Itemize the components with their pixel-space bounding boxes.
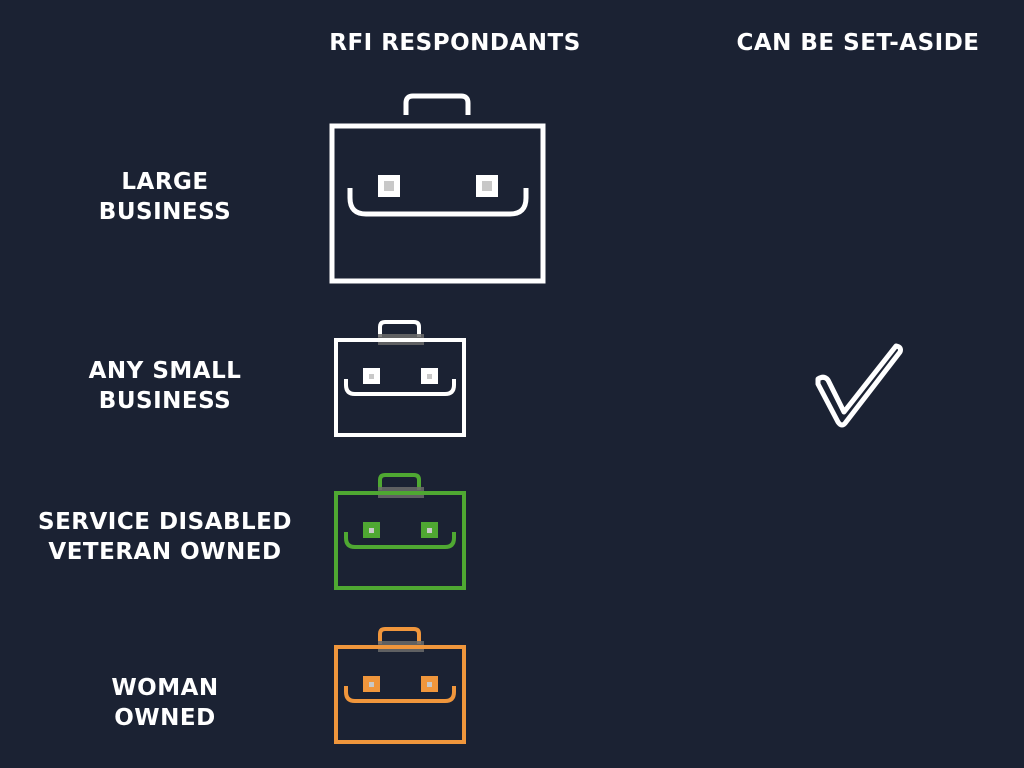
briefcase-icon [334, 627, 466, 744]
row-label-service-disabled-veteran-owned: SERVICE DISABLED VETERAN OWNED [5, 507, 325, 567]
row-label-line2: BUSINESS [98, 199, 232, 225]
row-label-line1: SERVICE DISABLED [38, 509, 292, 535]
briefcase-icon [334, 320, 466, 437]
row-label-line2: OWNED [114, 705, 216, 731]
briefcase-icon [329, 93, 546, 284]
briefcase-icon [334, 473, 466, 590]
row-label-line2: VETERAN OWNED [48, 539, 282, 565]
row-label-line1: WOMAN [111, 675, 219, 701]
row-label-large-business: LARGE BUSINESS [5, 167, 325, 227]
row-label-any-small-business: ANY SMALL BUSINESS [5, 356, 325, 416]
row-label-line1: LARGE [121, 169, 209, 195]
row-label-line2: BUSINESS [98, 388, 232, 414]
header-can-be-set-aside: CAN BE SET-ASIDE [736, 30, 980, 56]
row-label-line1: ANY SMALL [88, 358, 242, 384]
check-icon [815, 343, 903, 428]
row-label-woman-owned: WOMAN OWNED [5, 673, 325, 733]
header-rfi-respondants: RFI RESPONDANTS [329, 30, 581, 56]
